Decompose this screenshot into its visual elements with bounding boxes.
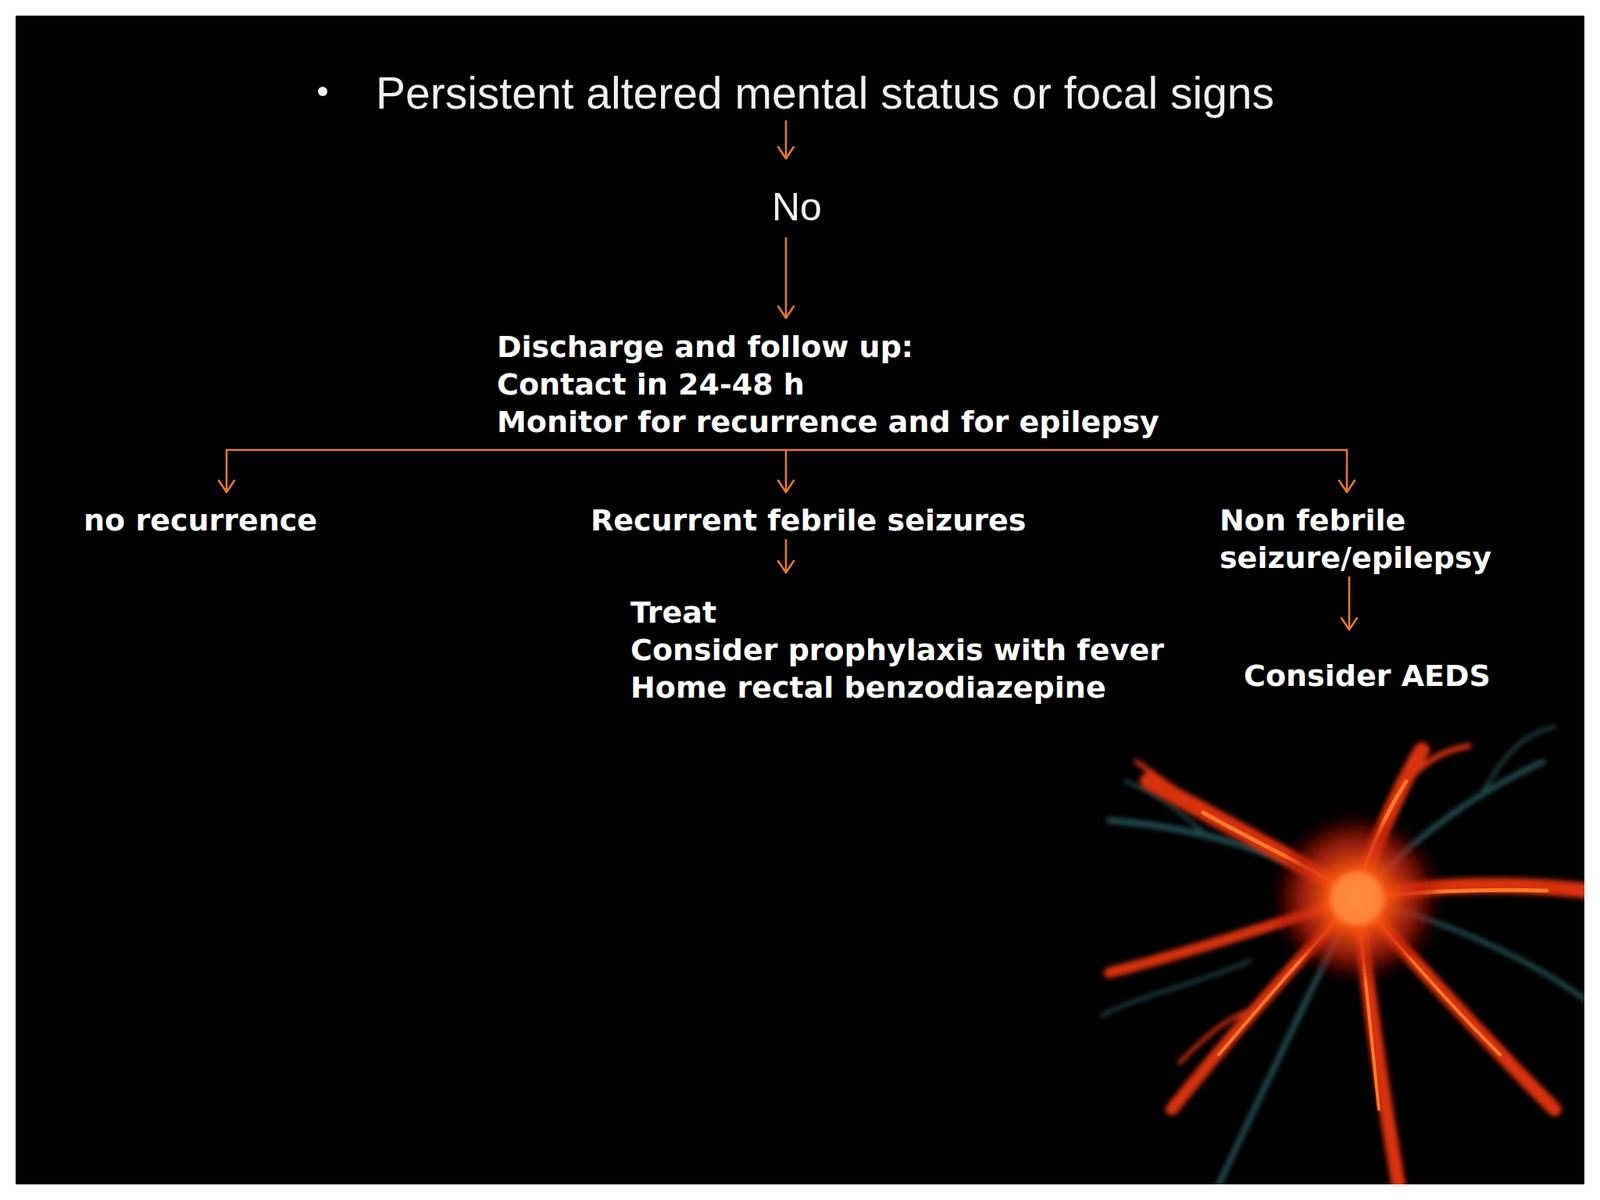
node-text: No [771, 183, 822, 231]
flow-node: Discharge and follow up:Contact in 24-48… [496, 317, 1200, 450]
node-text: Monitor for recurrence and for epilepsy [496, 403, 1200, 441]
flow-node: Non febrile seizure/epilepsy [1219, 492, 1548, 577]
arrow-head [778, 306, 794, 318]
arrow-head [778, 560, 794, 573]
flow-node: TreatConsider prophylaxis with feverHome… [630, 572, 1165, 707]
flow-node: Persistent altered mental status or foca… [375, 65, 1275, 121]
neuron-highlights [1203, 781, 1547, 1110]
flow-node: Consider AEDS [1243, 629, 1491, 695]
connector-line [1348, 576, 1351, 630]
arrow-head [1339, 480, 1355, 493]
node-text: Contact in 24-48 h [496, 365, 1200, 404]
connector-arrow [1341, 576, 1358, 630]
node-text: Consider prophylaxis with fever [630, 631, 1165, 669]
connector-arrow [778, 539, 794, 573]
node-text: Discharge and follow up: [496, 328, 1200, 366]
connector-arrow [778, 450, 794, 493]
node-text: Consider AEDS [1243, 657, 1491, 695]
arrow-head [778, 146, 794, 159]
neuron-red-dendrites [1109, 746, 1585, 1185]
neuron-nucleus [1330, 871, 1384, 925]
neuron [1101, 726, 1585, 1185]
neuron-teal-branches [1101, 726, 1585, 1185]
arrow-head [1341, 617, 1358, 630]
node-text: Home rectal benzodiazepine [630, 668, 1165, 707]
flow-node: No [771, 158, 822, 238]
connector-line [785, 237, 788, 318]
arrow-head [778, 480, 794, 493]
flow-node: no recurrence [83, 492, 318, 540]
connector-arrow [785, 450, 1355, 493]
flow-node: Recurrent febrile seizures [590, 492, 1026, 540]
node-text: Persistent altered mental status or foca… [375, 65, 1275, 121]
neuron-body-glow [1271, 812, 1443, 985]
bullet-dot [317, 86, 328, 97]
connector-line [785, 450, 788, 493]
connector-line [785, 120, 788, 159]
node-text: Non febrile seizure/epilepsy [1219, 501, 1548, 577]
connector-line [785, 539, 788, 573]
connector-arrow [778, 237, 794, 318]
node-text: Treat [630, 593, 1165, 632]
connector-line [785, 450, 1347, 493]
node-text: Recurrent febrile seizures [590, 501, 1026, 540]
arrow-head [218, 480, 235, 493]
connector-line [226, 450, 786, 493]
connector-arrow [778, 120, 794, 159]
node-text: no recurrence [83, 501, 318, 540]
connector-arrow [218, 450, 786, 493]
